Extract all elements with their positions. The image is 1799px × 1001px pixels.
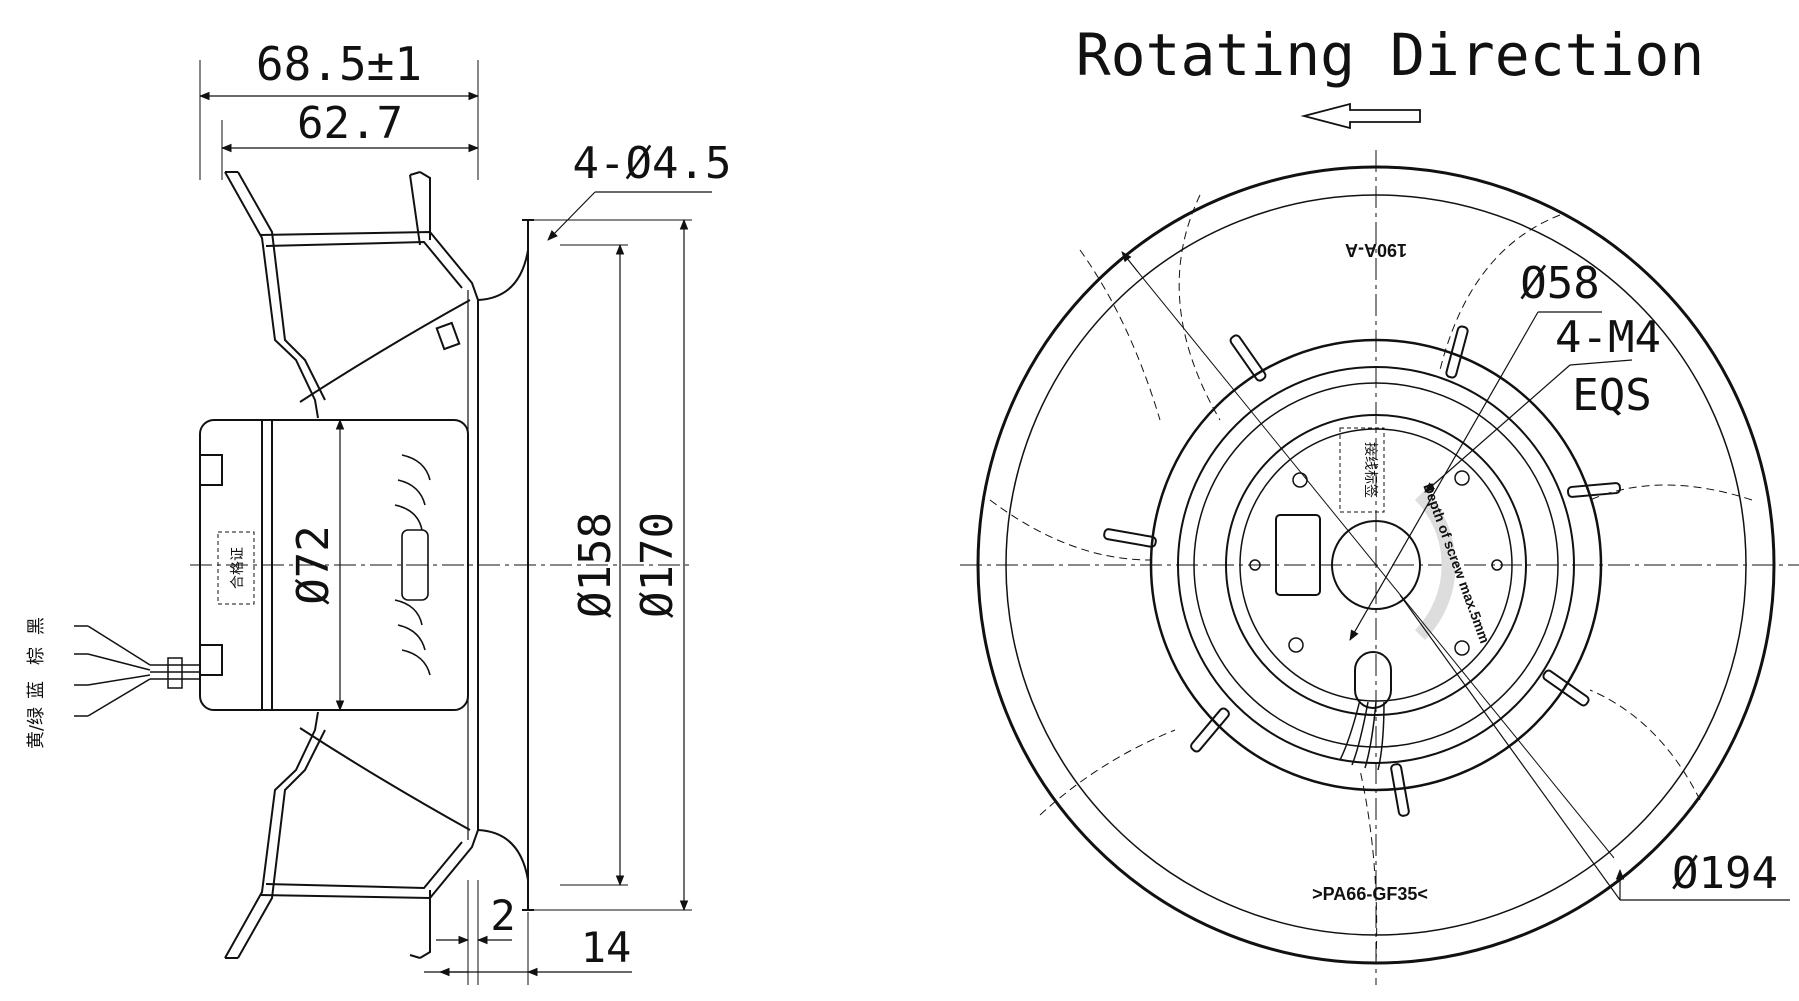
blade-mark-top: 190A-A [1345, 240, 1407, 260]
label-tag-text: 合格证 [230, 547, 246, 589]
outer-dia-label: Ø194 [1672, 848, 1778, 899]
wire-label-black: 黑 [26, 617, 47, 635]
connector-window [1275, 514, 1321, 596]
mount-holes-label: 4-Ø4.5 [573, 138, 732, 189]
spoke-tabs [1103, 325, 1622, 817]
cable-gland [1354, 651, 1392, 709]
offset-flange-label: 14 [581, 923, 632, 972]
motor-body [199, 419, 469, 711]
impeller-width-label: 62.7 [297, 98, 403, 149]
wire-label-yellow-green: 黄/绿 [26, 707, 47, 749]
connection-label-box [1339, 427, 1385, 513]
wire-label-brown: 棕 [26, 647, 47, 665]
label-tag-box [217, 531, 255, 605]
side-view [74, 60, 712, 985]
screw-spec-label: 4-M4 [1555, 312, 1661, 363]
overall-width-label: 68.5±1 [256, 37, 422, 91]
rotation-arrow [1300, 102, 1421, 130]
leader-mount-holes [547, 191, 596, 241]
screw-pattern-label: EQS [1572, 370, 1651, 421]
inlet-dia-label: Ø158 [570, 512, 621, 618]
front-view [960, 102, 1799, 985]
material-mark: >PA66-GF35< [1312, 884, 1428, 904]
connection-label-text: 接线标签 [1362, 442, 1379, 498]
offset-small-label: 2 [490, 891, 515, 940]
rotating-direction-title: Rotating Direction [1076, 21, 1705, 89]
motor-dia-label: Ø72 [288, 525, 339, 604]
leader-screw-spec [1424, 364, 1571, 493]
wire-label-blue: 蓝 [26, 681, 47, 699]
flange-dia-label: Ø170 [632, 512, 683, 618]
hub-dia-label: Ø58 [1520, 258, 1599, 309]
